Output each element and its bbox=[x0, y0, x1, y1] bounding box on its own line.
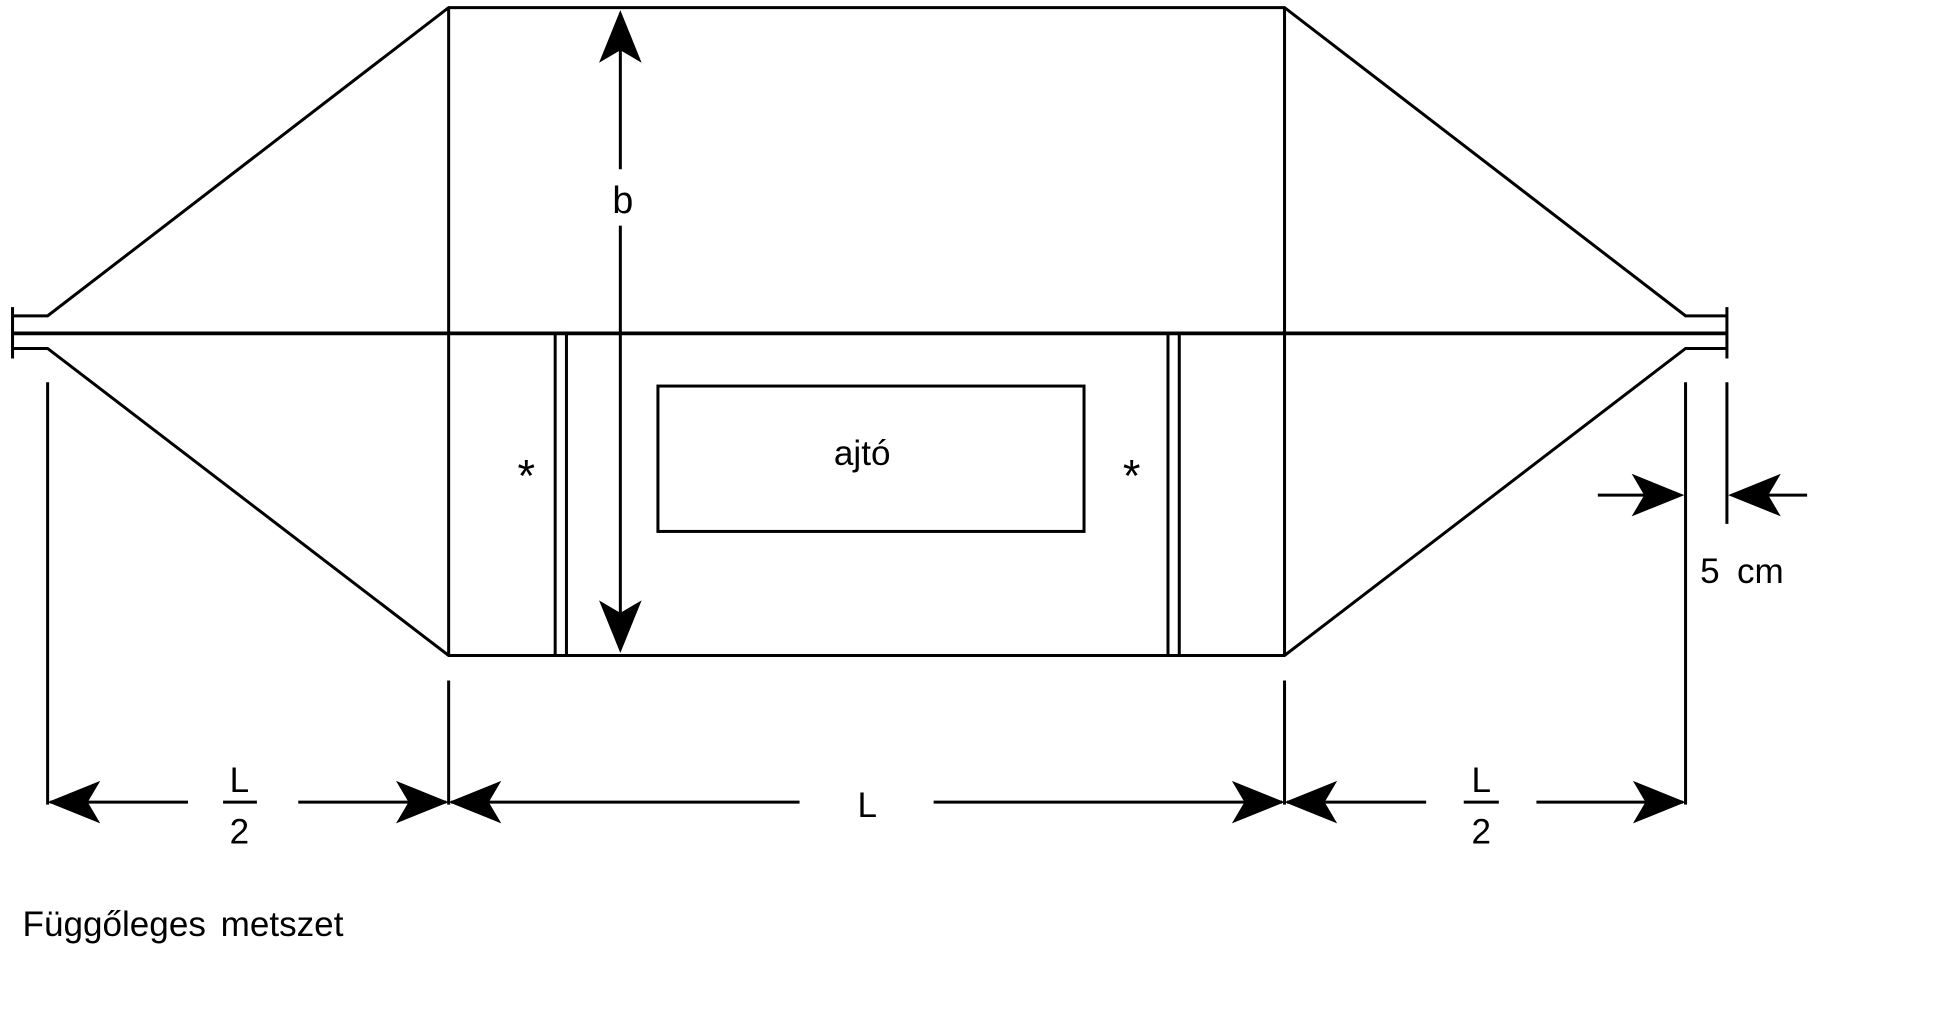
upper-outline bbox=[12, 6, 1727, 318]
extension-lines bbox=[46, 382, 1729, 805]
half-left-numerator: L bbox=[230, 761, 250, 800]
half-right-numerator: L bbox=[1472, 761, 1492, 800]
half-left-denominator: 2 bbox=[230, 812, 250, 851]
marker-left: * bbox=[518, 450, 536, 501]
arrow-down-icon bbox=[599, 600, 642, 653]
flange-gap-label: 5 cm bbox=[1700, 552, 1784, 591]
lower-outline bbox=[12, 346, 1727, 657]
arrow-left-icon bbox=[1284, 780, 1338, 824]
arrow-right-icon bbox=[1231, 780, 1285, 824]
height-label: b bbox=[612, 179, 633, 221]
length-label: L bbox=[857, 786, 877, 825]
height-dimension: b bbox=[599, 10, 642, 653]
arrow-up-icon bbox=[599, 10, 642, 63]
flange-gap-dimension: 5 cm bbox=[1597, 473, 1808, 591]
chamber-outline bbox=[11, 6, 1729, 657]
marker-right: * bbox=[1123, 450, 1141, 501]
half-right-denominator: 2 bbox=[1472, 812, 1492, 851]
arrow-left-icon bbox=[47, 780, 101, 824]
arrow-right-icon bbox=[1632, 780, 1686, 824]
arrow-right-icon bbox=[396, 780, 449, 824]
door-rectangle bbox=[656, 384, 1086, 533]
caption: Függőleges metszet bbox=[23, 905, 344, 944]
length-dimensions: L 2 L L 2 bbox=[47, 761, 1686, 851]
arrow-left-icon bbox=[1728, 473, 1781, 517]
door-label: ajtó bbox=[834, 434, 891, 473]
arrow-right-icon bbox=[1631, 473, 1685, 517]
arrow-left-icon bbox=[448, 780, 502, 824]
